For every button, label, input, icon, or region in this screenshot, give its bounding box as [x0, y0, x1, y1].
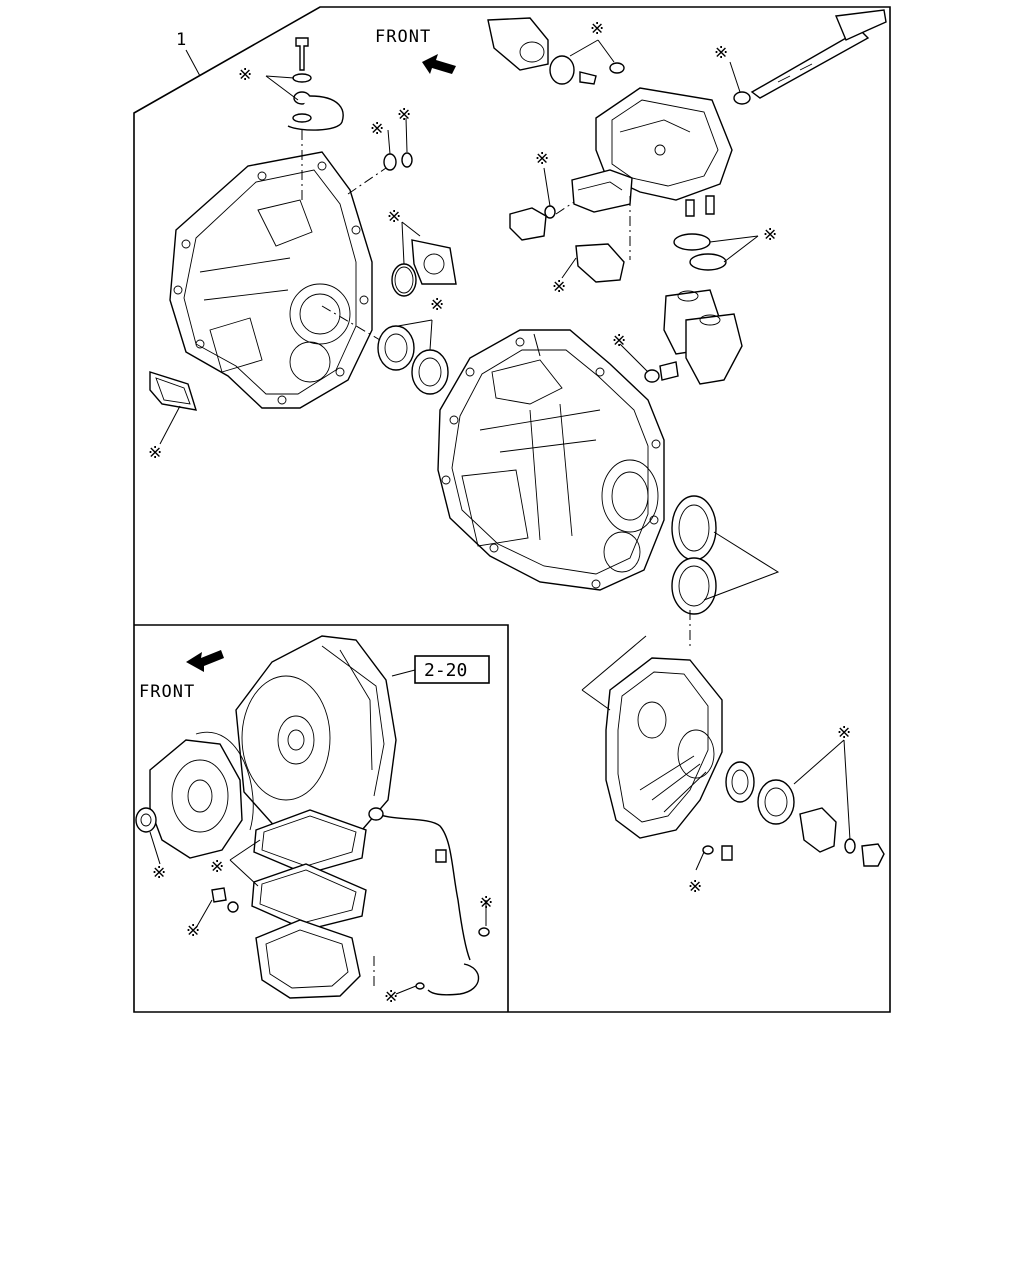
drain-plug-right [644, 361, 679, 383]
leader-lines [149, 39, 851, 995]
switch-top-center [487, 17, 625, 85]
front-label-inset: FRONT [139, 682, 195, 702]
shift-shaft [733, 9, 887, 105]
inset-oil-pan [211, 887, 361, 999]
front-indicator-main: FRONT [375, 27, 456, 74]
shift-tower [571, 87, 733, 213]
front-arrow-icon [422, 54, 456, 74]
clutch-housing [169, 151, 373, 409]
kit-marker: ※ [148, 443, 162, 463]
inset-oil-pump [135, 731, 254, 859]
kit-marker: ※ [763, 225, 777, 245]
side-cover-plate [149, 371, 198, 411]
callout-number: 1 [176, 30, 186, 50]
kit-marker: ※ [397, 105, 411, 125]
reference-number: 2-20 [424, 660, 467, 681]
kit-marker: ※ [152, 863, 166, 883]
kit-marker: ※ [387, 207, 401, 227]
kit-marker: ※ [535, 149, 549, 169]
kit-marker: ※ [714, 43, 728, 63]
reference-box: 2-20 [391, 655, 490, 684]
kit-markers: ※ ※ ※ ※ ※ ※ ※ ※ ※ ※ ※ ※ ※ ※ ※ ※ ※ ※ ※ [148, 19, 851, 1007]
kit-marker: ※ [370, 119, 384, 139]
washers-upper [347, 152, 413, 195]
kit-marker: ※ [837, 723, 851, 743]
inset-gaskets [251, 809, 367, 931]
rear-extension-housing [605, 657, 723, 839]
kit-marker: ※ [552, 277, 566, 297]
transmission-case [437, 329, 665, 591]
kit-marker: ※ [612, 331, 626, 351]
kit-marker: ※ [430, 295, 444, 315]
diagram-frame [133, 6, 891, 1013]
inset-transmission-housing [235, 635, 397, 841]
kit-marker: ※ [384, 987, 398, 1007]
kit-marker: ※ [590, 19, 604, 39]
gasket-and-oring [391, 239, 457, 297]
front-label-main: FRONT [375, 27, 431, 47]
front-indicator-inset: FRONT [139, 650, 224, 702]
kit-marker: ※ [479, 893, 493, 913]
kit-marker: ※ [210, 857, 224, 877]
kit-marker: ※ [186, 921, 200, 941]
oil-seals-left [321, 305, 449, 395]
bolt-and-pipe-top-left [287, 37, 344, 200]
actuator-assembly [663, 195, 743, 385]
front-arrow-icon [186, 650, 224, 672]
kit-marker: ※ [688, 877, 702, 897]
sensors-left [509, 205, 625, 283]
kit-marker: ※ [238, 65, 252, 85]
rear-output-parts [702, 761, 885, 867]
callout-1: 1 [176, 30, 201, 77]
rear-gaskets [671, 495, 717, 615]
inset-oil-pipe [368, 807, 490, 996]
